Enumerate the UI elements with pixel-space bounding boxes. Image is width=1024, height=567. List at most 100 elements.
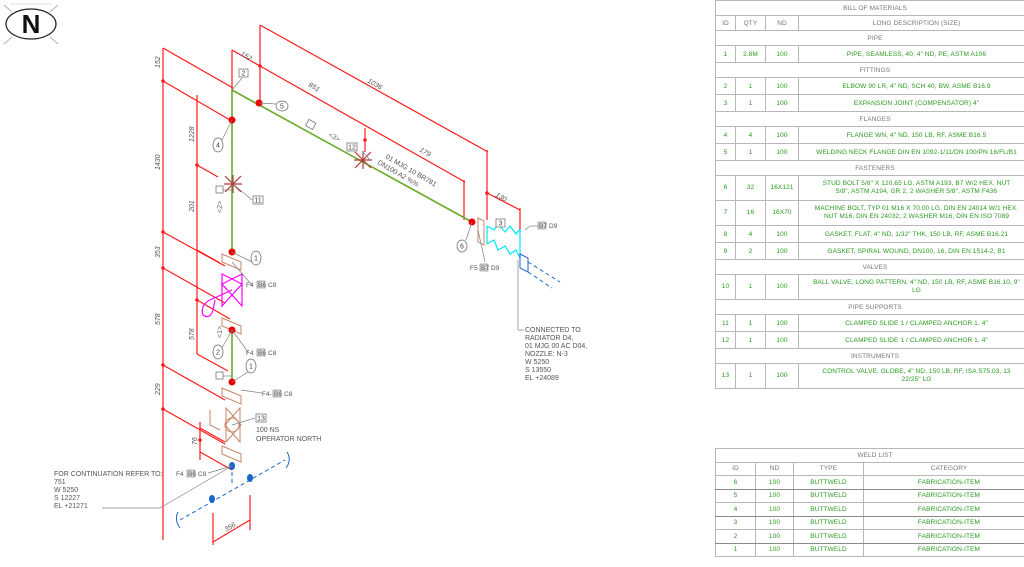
flow-marker-1: <1>: [217, 326, 224, 338]
tag-2: 2: [238, 68, 249, 78]
bom-cell-nd: 100: [765, 274, 799, 300]
svg-text:C8: C8: [284, 391, 293, 398]
svg-text:F4: F4: [176, 471, 184, 478]
bom-header-id: ID: [715, 15, 736, 31]
tag-13: 13: [255, 413, 267, 423]
expansion-joint: [486, 223, 521, 259]
bom-header-qty: QTY: [735, 15, 766, 31]
bom-cell-description: PIPE, SEAMLESS, 40, 4" ND, PE, ASTM A106: [798, 45, 1024, 63]
description-line: CLAMPED SLIDE 1 / CLAMPED ANCHOR 1, 4": [845, 336, 988, 344]
description-line: EXPANSION JOINT (COMPENSATOR) 4": [853, 99, 980, 107]
bom-cell-qty: 1: [735, 143, 766, 161]
svg-text:1: 1: [254, 256, 258, 263]
connected-to-note: CONNECTED TO RADIATOR D4, 01 MJG 00 AC D…: [525, 327, 587, 382]
bom-cell-qty: 1: [735, 314, 766, 332]
svg-text:B6: B6: [258, 282, 266, 289]
bom-cell-id: 13: [715, 363, 736, 389]
weld-cell-id: 3: [715, 515, 756, 530]
bom-cell-nd: 100: [765, 314, 799, 332]
bom-cell-id: 9: [715, 242, 736, 260]
callout-1-lower: 1: [245, 358, 257, 374]
bom-cell-description: MACHINE BOLT, TYP 01 M16 X 70.00 LG, DIN…: [798, 200, 1024, 226]
bom-cell-id: 4: [715, 126, 736, 144]
flange-label-f4-1: F4 B6 C8: [246, 280, 277, 289]
pipe-supports: [224, 151, 372, 193]
callout-2: 2: [212, 344, 224, 360]
bom-cell-nd: 100: [765, 143, 799, 161]
continuation-note: FOR CONTINUATION REFER TO: 751 W 5250 S …: [54, 471, 163, 510]
weld-cell-nd: 100: [755, 502, 794, 517]
flow-marker-3: <3>: [327, 132, 341, 144]
bom-cell-id: 8: [715, 225, 736, 243]
bom-cell-description: CLAMPED SLIDE 1 / CLAMPED ANCHOR 1, 4": [798, 331, 1024, 349]
bom-cell-id: 5: [715, 143, 736, 161]
pipe-run: [231, 89, 473, 382]
bom-category-header: FASTENERS: [715, 160, 1024, 176]
description-line: BALL VALVE, LONG PATTERN, 4" ND, 150 LB,…: [813, 279, 1020, 286]
description-line: WELDING NECK FLANGE DIN EN 1092-1/11/DN …: [816, 148, 1017, 156]
svg-text:13: 13: [257, 416, 265, 423]
callout-6: 6: [456, 239, 468, 253]
flange-label-b7-d9: B7 D9: [537, 221, 558, 230]
dim-229: 229: [155, 383, 162, 396]
bom-cell-nd: 100: [765, 242, 799, 260]
svg-text:CONNECTED TO: CONNECTED TO: [525, 327, 581, 334]
tag-12: 12: [346, 142, 358, 152]
bom-cell-nd: 100: [765, 225, 799, 243]
dim-76: 76: [192, 437, 199, 445]
weld-header-id: ID: [715, 461, 756, 476]
weld-cell-category: FABRICATION-ITEM: [863, 475, 1024, 490]
bom-cell-qty: 16: [735, 200, 766, 226]
description-line: GASKET, FLAT, 4" ND, 1/32" THK, 150 LB, …: [824, 230, 1009, 238]
weld-cell-category: FABRICATION-ITEM: [863, 488, 1024, 503]
svg-text:FOR CONTINUATION REFER TO:: FOR CONTINUATION REFER TO:: [54, 471, 163, 478]
bom-cell-nd: 100: [765, 94, 799, 112]
svg-text:3: 3: [499, 221, 503, 228]
svg-text:12: 12: [348, 145, 356, 152]
svg-text:01 MJG 00 AC D04,: 01 MJG 00 AC D04,: [525, 343, 587, 350]
bom-cell-nd: 16X70: [765, 200, 799, 226]
dimension-arrowheads: [161, 64, 489, 442]
weld-cell-type: BUTTWELD: [793, 502, 864, 517]
dim-578-inner: 578: [189, 328, 196, 340]
weld-cell-id: 5: [715, 488, 756, 503]
description-line: GASKET, SPIRAL WOUND, DN100, 16, DIN EN …: [827, 247, 1006, 255]
bom-cell-description: CONTROL VALVE, GLOBE, 4" ND, 150 LB, RF,…: [798, 363, 1024, 389]
svg-text:2: 2: [216, 350, 220, 357]
bom-cell-description: STUD BOLT 5/8" X 120.65 LG, ASTM A193, B…: [798, 175, 1024, 201]
svg-text:B6: B6: [258, 350, 266, 357]
bom-category-header: FLANGES: [715, 111, 1024, 127]
north-arrow: N: [3, 3, 59, 45]
callout-1: 1: [250, 250, 262, 266]
bom-cell-qty: 4: [735, 225, 766, 243]
bom-cell-nd: 100: [765, 45, 799, 63]
bom-category-header: FITTINGS: [715, 62, 1024, 78]
dim-201: 201: [189, 200, 196, 213]
dim-1430: 1430: [155, 154, 162, 170]
bom-cell-description: ELBOW 90 LR, 4" ND, SCH 40, BW, ASME B16…: [798, 77, 1024, 95]
svg-text:F4: F4: [246, 282, 254, 289]
weld-cell-id: 1: [715, 542, 756, 557]
bom-cell-nd: 16X121: [765, 175, 799, 201]
description-line: PIPE, SEAMLESS, 40, 4" ND, PE, ASTM A106: [846, 50, 987, 58]
weld-cell-type: BUTTWELD: [793, 542, 864, 557]
bom-cell-qty: 2: [735, 242, 766, 260]
weld-cell-type: BUTTWELD: [793, 475, 864, 490]
weld-cell-nd: 100: [755, 542, 794, 557]
dim-130: 130: [494, 192, 508, 204]
bom-cell-id: 1: [715, 45, 736, 63]
bom-cell-qty: 1: [735, 363, 766, 389]
weld-cell-nd: 100: [755, 515, 794, 530]
weld-points: [228, 99, 476, 386]
svg-text:NOZZLE: N-3: NOZZLE: N-3: [525, 351, 568, 358]
description-line: CONTROL VALVE, GLOBE, 4" ND, 150 LB, RF,…: [822, 368, 1011, 375]
svg-text:100 NS: 100 NS: [256, 427, 280, 434]
weld-cell-id: 4: [715, 502, 756, 517]
bom-cell-description: EXPANSION JOINT (COMPENSATOR) 4": [798, 94, 1024, 112]
